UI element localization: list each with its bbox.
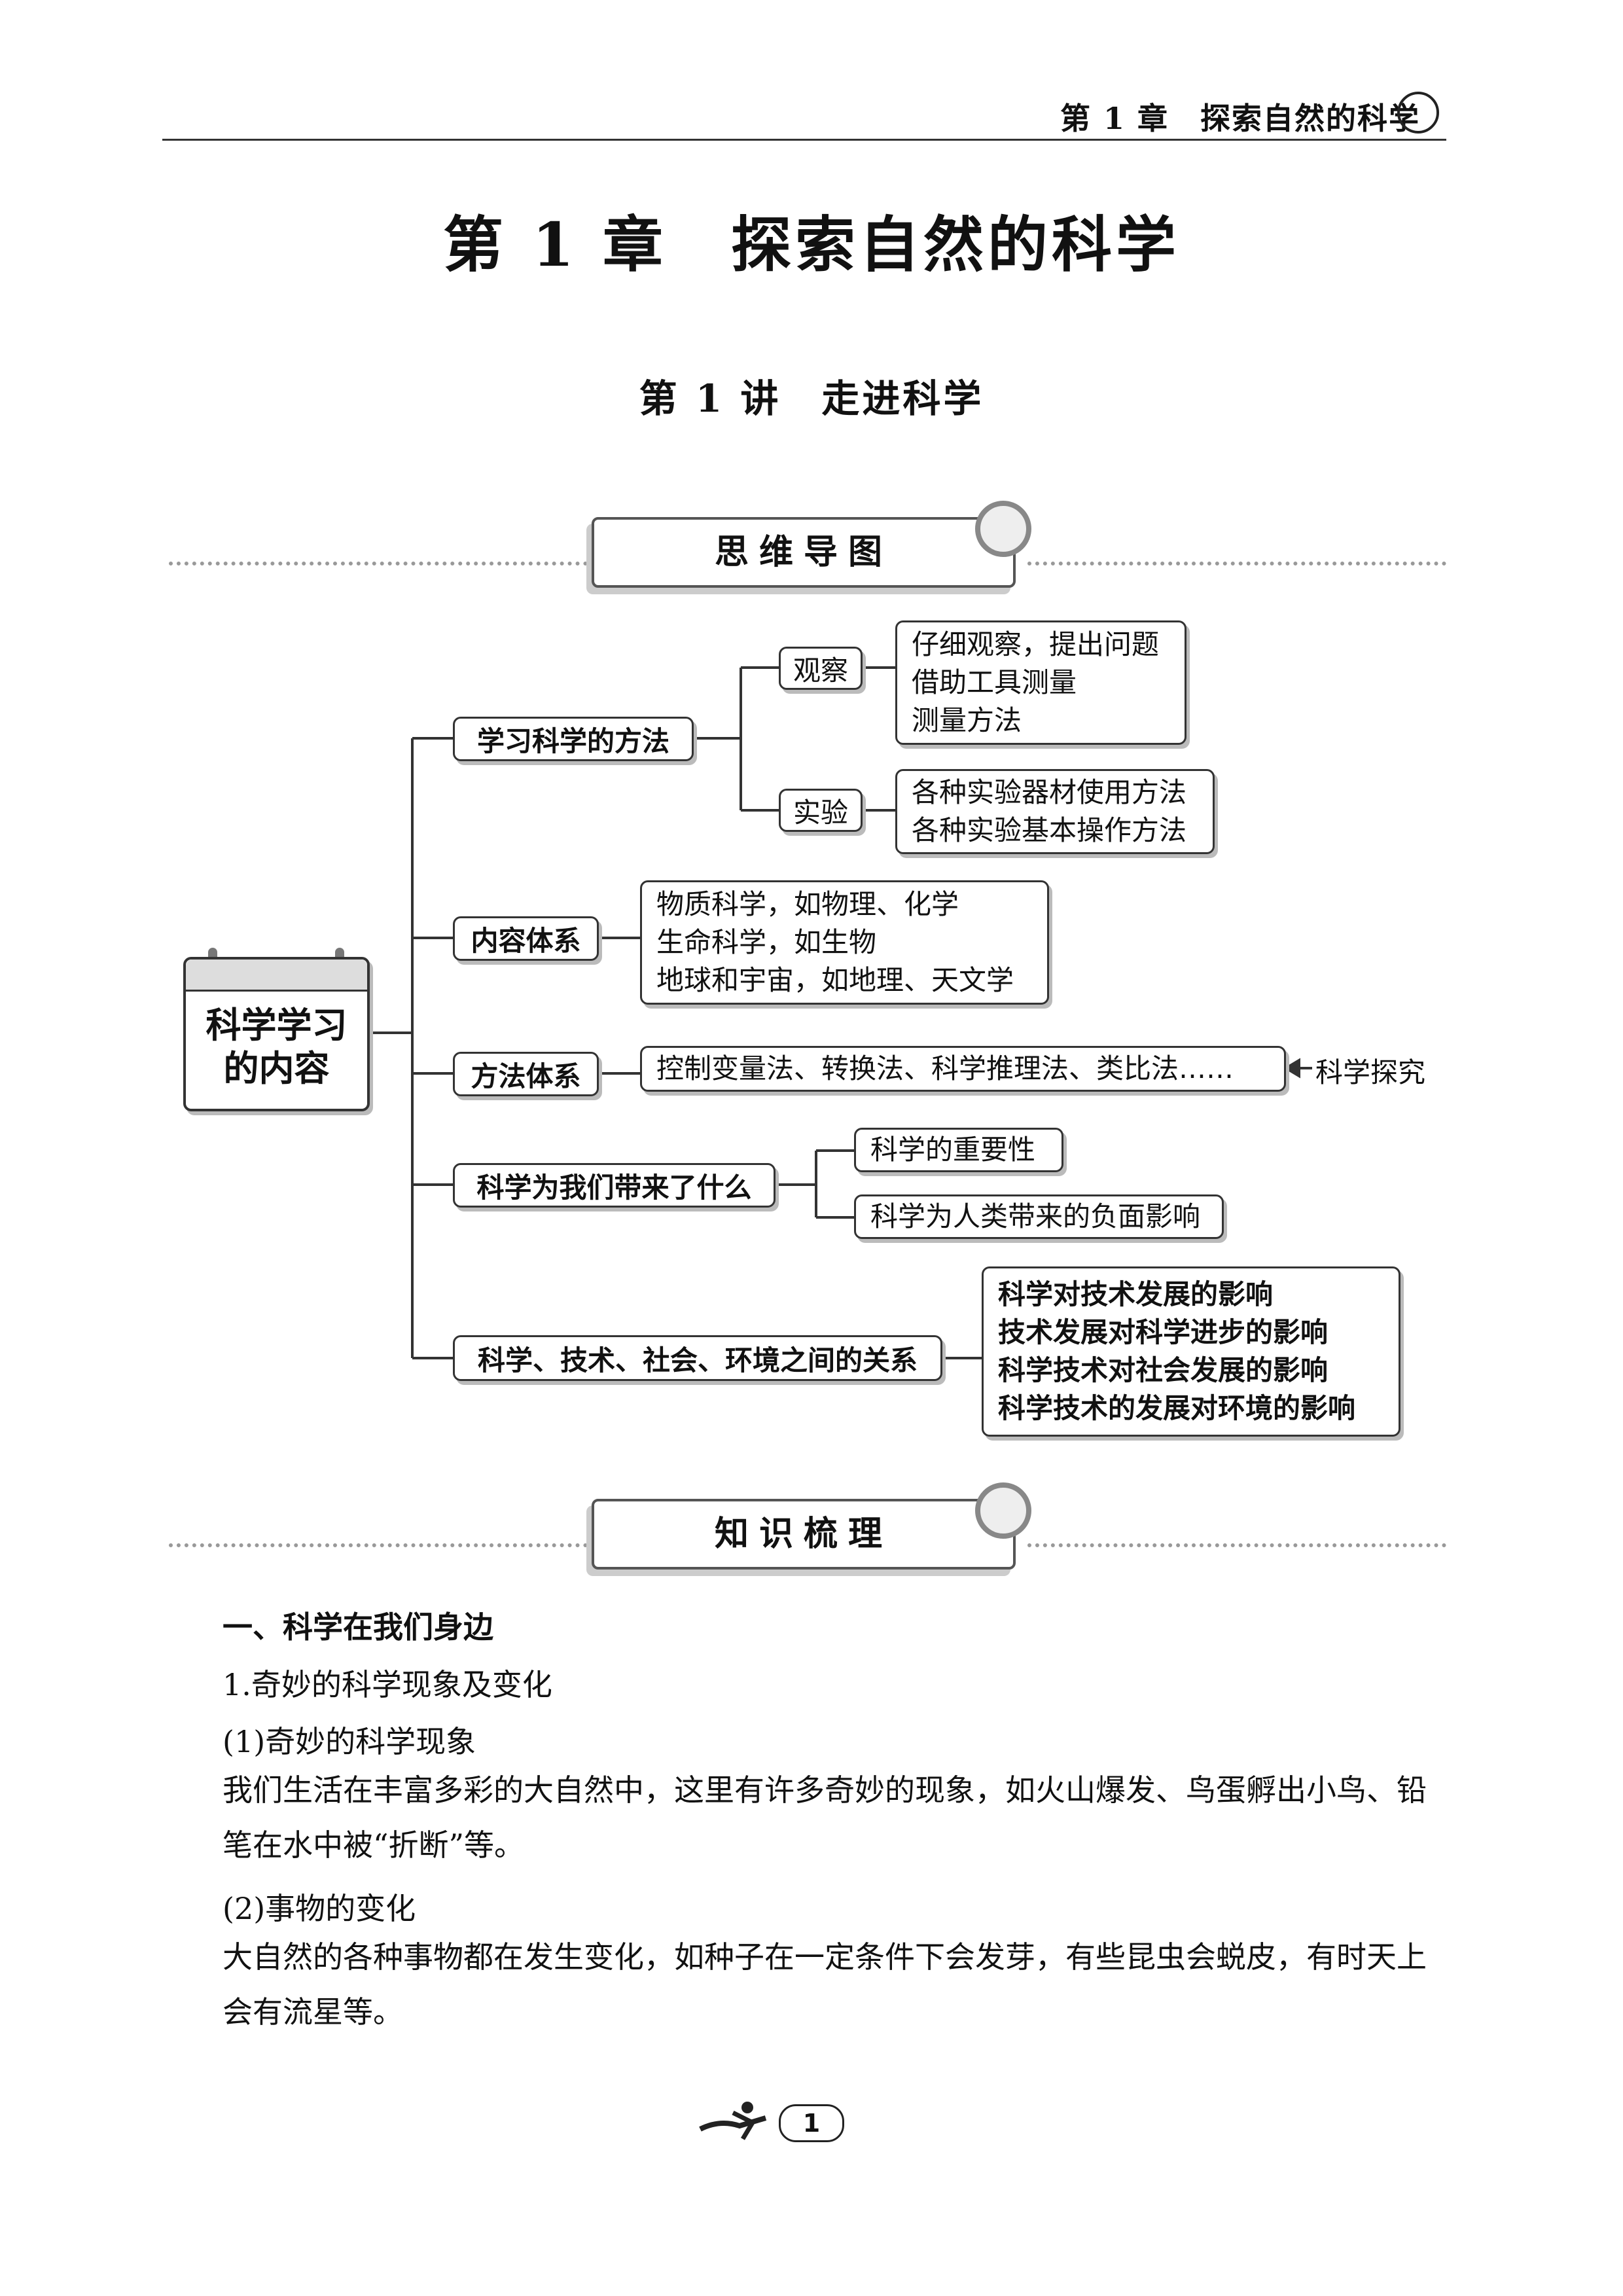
banner-dots-right [1027,1543,1446,1547]
leaf-item: 科学的重要性 [870,1134,1036,1166]
lesson-title: 第 1 讲 走进科学 [639,376,984,421]
leaf-item: 测量方法 [912,704,1022,736]
leaf-method-system: 控制变量法、转换法、科学推理法、类比法…… [640,1046,1286,1092]
paragraph-changes: 大自然的各种事物都在发生变化，如种子在一定条件下会发芽，有些昆虫会蜕皮，有时天上… [223,1929,1446,2039]
heading-science-around-us: 一、科学在我们身边 [223,1609,493,1645]
chapter-badge-icon [1397,92,1439,134]
header-rule [162,139,1446,141]
mindmap-root: 科学学习的内容 [183,957,370,1111]
branch-sts-relationship: 科学、技术、社会、环境之间的关系 [453,1335,942,1381]
paragraph-phenomena: 我们生活在丰富多彩的大自然中，这里有许多奇妙的现象，如火山爆发、鸟蛋孵出小鸟、铅… [223,1763,1446,1873]
leaf-item: 科学为人类带来的负面影响 [870,1200,1201,1232]
leaf-item: 生命科学，如生物 [656,926,877,958]
root-label: 科学学习的内容 [205,1005,348,1089]
leaf-item: 科学对技术发展的影响 [998,1278,1274,1310]
subheading-changes: (2)事物的变化 [223,1891,416,1926]
leaf-item: 科学技术对社会发展的影响 [998,1354,1329,1386]
knowledge-banner: 知识梳理 [592,1499,1016,1570]
leaf-item: 科学技术的发展对环境的影响 [998,1392,1356,1424]
leaf-experiment: 各种实验器材使用方法 各种实验基本操作方法 [895,769,1215,854]
branch-content-system: 内容体系 [453,916,599,961]
leaf-sts: 科学对技术发展的影响 技术发展对科学进步的影响 科学技术对社会发展的影响 科学技… [982,1266,1400,1437]
leaf-negative-impact: 科学为人类带来的负面影响 [854,1194,1224,1239]
branch-what-science-brings: 科学为我们带来了什么 [453,1163,776,1208]
leaf-item: 各种实验器材使用方法 [912,776,1187,808]
chapter-title: 第 1 章 探索自然的科学 [442,209,1181,280]
runner-logo-icon [699,2102,767,2140]
leaf-item: 借助工具测量 [912,666,1077,698]
heading-phenomena: 1.奇妙的科学现象及变化 [223,1667,552,1702]
branch-method-system: 方法体系 [453,1052,599,1096]
magnifier-icon [975,501,1031,557]
calendar-header [186,960,367,992]
note-scientific-inquiry: 科学探究 [1315,1056,1426,1088]
leaf-item: 仔细观察，提出问题 [912,628,1160,660]
leaf-item: 地球和宇宙，如地理、天文学 [656,964,1014,996]
paragraph-text: 我们生活在丰富多彩的大自然中，这里有许多奇妙的现象，如火山爆发、鸟蛋孵出小鸟、铅… [223,1772,1427,1863]
banner-dots-right [1027,562,1446,565]
mindmap-banner: 思维导图 [592,517,1016,588]
page-number: 1 [779,2104,844,2142]
leaf-item: 物质科学，如物理、化学 [656,888,959,920]
leaf-importance: 科学的重要性 [854,1128,1063,1172]
subheading-phenomena: (1)奇妙的科学现象 [223,1724,476,1759]
leaf-item: 技术发展对科学进步的影响 [998,1316,1329,1348]
paragraph-text: 大自然的各种事物都在发生变化，如种子在一定条件下会发芽，有些昆虫会蜕皮，有时天上… [223,1939,1427,2030]
banner-dots-left [169,562,588,565]
node-experiment: 实验 [779,789,863,832]
running-header: 第 1 章 探索自然的科学 [1060,101,1420,136]
banner-dots-left [169,1543,588,1547]
leaf-item: 各种实验基本操作方法 [912,814,1187,846]
magnifier-icon [975,1482,1031,1539]
leaf-observe: 仔细观察，提出问题 借助工具测量 测量方法 [895,620,1186,745]
node-observe: 观察 [779,647,863,690]
leaf-item: 控制变量法、转换法、科学推理法、类比法…… [656,1052,1234,1085]
branch-methods: 学习科学的方法 [453,717,694,761]
leaf-content-system: 物质科学，如物理、化学 生命科学，如生物 地球和宇宙，如地理、天文学 [640,880,1049,1005]
